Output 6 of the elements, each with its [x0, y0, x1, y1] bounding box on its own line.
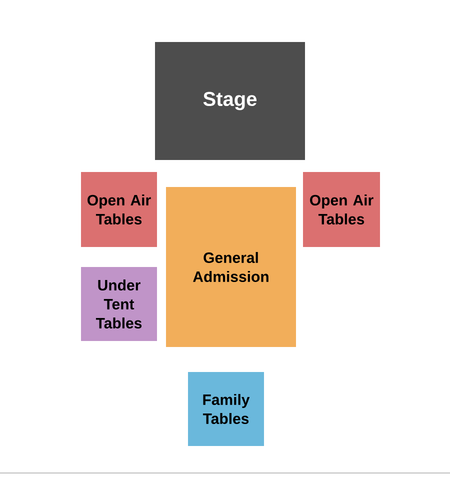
seating-section: Open Air Tables	[81, 172, 157, 247]
seating-section: Under Tent Tables	[81, 267, 157, 341]
seating-section: Family Tables	[188, 372, 264, 446]
seating-section: Open Air Tables	[303, 172, 380, 247]
seating-section: General Admission	[166, 187, 296, 347]
stage-block: Stage	[155, 42, 305, 160]
